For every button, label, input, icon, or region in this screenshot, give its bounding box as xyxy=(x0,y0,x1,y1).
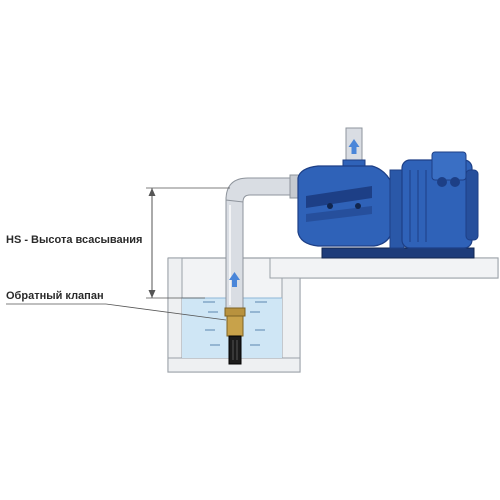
suction-height-label: HS - Высота всасывания xyxy=(6,234,143,246)
check-valve-label: Обратный клапан xyxy=(6,290,104,302)
flow-arrow-icon xyxy=(229,272,240,287)
pump xyxy=(297,151,479,259)
check-valve-leader xyxy=(6,303,227,321)
flow-arrow-icon xyxy=(348,139,360,154)
check-valve xyxy=(224,307,246,365)
suction-height-dimension xyxy=(146,187,230,299)
